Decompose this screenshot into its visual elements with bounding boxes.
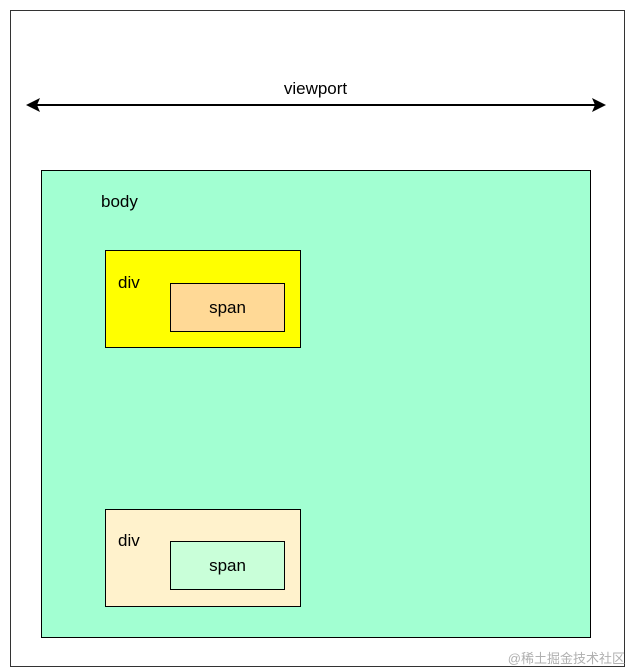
body-label: body — [101, 192, 138, 211]
watermark-text: @稀土掘金技术社区 — [507, 651, 625, 666]
viewport-arrow-right-head — [592, 98, 606, 112]
div-label-1: div — [118, 273, 140, 292]
viewport-label: viewport — [283, 79, 348, 98]
viewport-arrow-left-head — [26, 98, 40, 112]
div-label-2: div — [118, 531, 140, 550]
span-box-1: span — [170, 283, 285, 332]
span-box-2: span — [170, 541, 285, 590]
